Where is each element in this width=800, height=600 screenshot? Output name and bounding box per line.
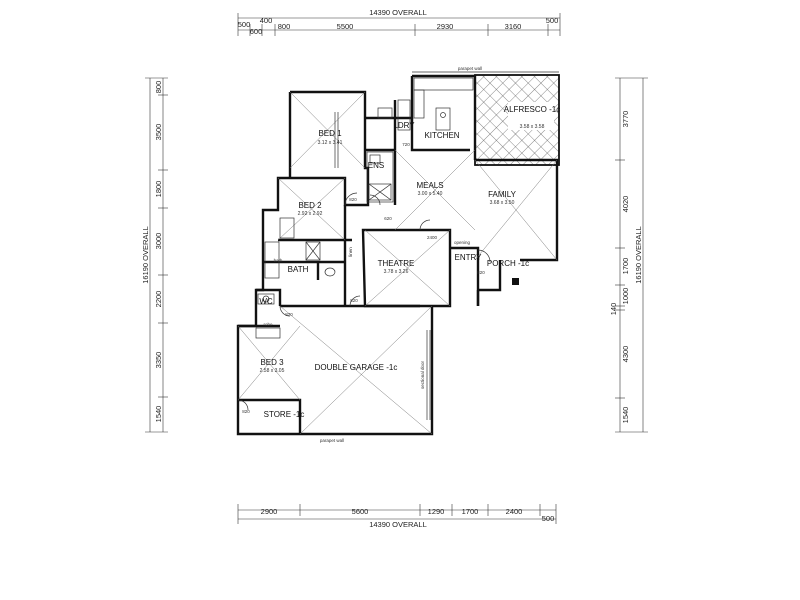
- ldry-label: LDRY: [393, 121, 415, 130]
- right-dim-1700: 1700: [621, 258, 630, 275]
- garage-label: DOUBLE GARAGE -1c: [315, 363, 398, 372]
- meals-label: MEALS: [416, 181, 443, 190]
- bottom-dim-1700: 1700: [462, 507, 479, 516]
- bed2-robe: linen bath: [274, 217, 353, 263]
- door-820-b: 820: [350, 298, 358, 303]
- ceiling-lines: [237, 91, 558, 435]
- parapet-top: parapet wall: [412, 66, 559, 73]
- top-dim-500-right: 500: [546, 16, 559, 25]
- bottom-dim-2400: 2400: [506, 507, 523, 516]
- linen-label: linen: [348, 247, 353, 257]
- bed3-label: BED 3: [260, 358, 284, 367]
- theatre-label: THEATRE: [378, 259, 415, 268]
- left-dimensions: 800 3500 1800 3000 2200 3350 1540 16190 …: [141, 77, 168, 433]
- door-820-d: 820: [242, 409, 250, 414]
- bed1-label: BED 1: [318, 129, 342, 138]
- entry-label: ENTRY: [455, 253, 483, 262]
- right-dim-1540: 1540: [621, 407, 630, 424]
- right-dim-140: 140: [609, 303, 618, 316]
- top-dim-2930: 2930: [437, 22, 454, 31]
- bed1-robe: [334, 112, 339, 168]
- bottom-dim-2900: 2900: [261, 507, 278, 516]
- bed3-size: 2.58 x 3.05: [260, 368, 285, 374]
- right-dim-4300: 4300: [621, 346, 630, 363]
- bottom-dim-1290: 1290: [428, 507, 445, 516]
- kitchen-label: KITCHEN: [424, 131, 459, 140]
- internal-walls: [238, 76, 480, 434]
- right-dimensions: 3770 4020 1700 1000 140 4300 1540 16190 …: [609, 77, 648, 433]
- left-dim-1540: 1540: [154, 406, 163, 423]
- opening-label: opening: [454, 240, 471, 245]
- left-dim-3350: 3350: [154, 352, 163, 369]
- bottom-dim-5600: 5600: [352, 507, 369, 516]
- right-dim-1000: 1000: [621, 288, 630, 305]
- left-dim-3000: 3000: [154, 233, 163, 250]
- family-label: FAMILY: [488, 190, 517, 199]
- top-dimensions: 14390 OVERALL 500 400 800 5500 2930 3160…: [237, 8, 561, 36]
- porch-column: [512, 278, 519, 285]
- top-overall-dim: 14390 OVERALL: [369, 8, 427, 17]
- bed2-size: 2.92 x 2.92: [298, 211, 323, 217]
- alfresco-size: 3.58 x 3.58: [520, 124, 545, 130]
- bottom-overall-dim: 14390 OVERALL: [369, 520, 427, 529]
- top-dim-500-left: 500: [238, 20, 251, 29]
- top-dim-400: 400: [260, 16, 273, 25]
- family-size: 3.68 x 3.50: [490, 200, 515, 206]
- alfresco-label: ALFRESCO -1c: [504, 105, 560, 114]
- door-820-e: 820: [477, 270, 485, 275]
- parapet-top-label: parapet wall: [458, 66, 482, 71]
- top-dim-5500: 5500: [337, 22, 354, 31]
- wc-label: WC: [259, 297, 273, 306]
- ensuite-fixtures: [366, 151, 394, 203]
- right-dim-3770: 3770: [621, 111, 630, 128]
- bath-fixtures: [257, 241, 336, 305]
- bed1-size: 3.12 x 3.41: [318, 140, 343, 146]
- parapet-bottom: parapet wall: [238, 433, 432, 443]
- door-notes: 820 820 820 820 820 720 620 2400 opening: [242, 142, 485, 414]
- store-label: STORE -1c: [264, 410, 305, 419]
- bath-tub-label: bath: [274, 258, 283, 263]
- right-dim-4020: 4020: [621, 196, 630, 213]
- opening-2400: 2400: [427, 235, 438, 240]
- left-dim-3500: 3500: [154, 124, 163, 141]
- door-720: 720: [402, 142, 410, 147]
- parapet-bottom-label: parapet wall: [320, 438, 344, 443]
- sectional-door-label: sectional door: [420, 360, 425, 389]
- alfresco-label-bg: [508, 102, 554, 130]
- meals-size: 3.00 x 5.40: [418, 191, 443, 197]
- door-swings: [237, 192, 491, 411]
- room-labels: BED 1 3.12 x 3.41 BED 2 2.92 x 2.92 BED …: [259, 121, 529, 419]
- top-dim-600: 600: [250, 27, 263, 36]
- left-dim-800: 800: [154, 81, 163, 94]
- robe-label: robe: [263, 322, 273, 327]
- left-dim-2200: 2200: [154, 291, 163, 308]
- door-620: 620: [384, 216, 392, 221]
- bottom-dim-500: 500: [542, 514, 555, 523]
- left-dim-1800: 1800: [154, 181, 163, 198]
- kitchen-fittings: [377, 77, 474, 131]
- bed2-label: BED 2: [298, 201, 322, 210]
- bed3-robe: robe: [255, 322, 281, 339]
- bottom-dimensions: 2900 5600 1290 1700 2400 500 14390 OVERA…: [237, 504, 557, 529]
- bath-label: BATH: [288, 265, 309, 274]
- door-820-a: 820: [349, 197, 357, 202]
- theatre-size: 3.78 x 3.26: [384, 269, 409, 275]
- right-overall-dim: 16190 OVERALL: [634, 226, 643, 284]
- left-overall-dim: 16190 OVERALL: [141, 226, 150, 284]
- porch-label: PORCH -1c: [487, 259, 529, 268]
- garage-door: sectional door: [420, 330, 431, 420]
- door-820-c: 820: [285, 312, 293, 317]
- ens-label: ENS: [368, 161, 384, 170]
- top-dim-800: 800: [278, 22, 291, 31]
- top-dim-3160: 3160: [505, 22, 522, 31]
